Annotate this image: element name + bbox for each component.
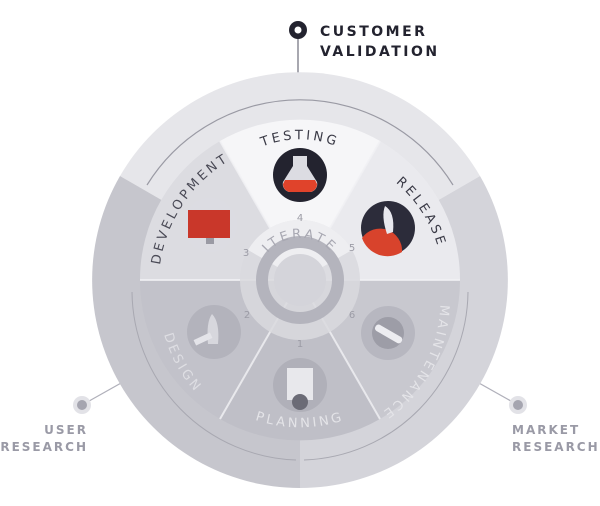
step-number: 2	[244, 310, 250, 321]
step-number: 5	[349, 243, 355, 254]
checklist-icon	[273, 358, 327, 412]
label-line: USER	[44, 423, 88, 437]
label-line: MARKET	[512, 423, 581, 437]
label-line: CUSTOMER	[320, 24, 428, 40]
step-number: 1	[297, 339, 303, 350]
step-number: 3	[243, 248, 249, 259]
step-number: 4	[297, 213, 303, 224]
rocket-icon	[361, 201, 415, 257]
label-line: RESEARCH	[0, 440, 88, 454]
design-rocket-pencil-icon	[187, 305, 241, 359]
wrench-gear-icon	[361, 306, 415, 360]
user-research-label: USER RESEARCH	[0, 422, 88, 456]
step-number: 6	[349, 310, 355, 321]
flask-icon	[273, 148, 327, 202]
iterate-hub	[240, 219, 360, 340]
cycle-arrows-icon	[256, 236, 344, 324]
market-research-label: MARKET RESEARCH	[512, 422, 600, 456]
label-line: RESEARCH	[512, 440, 600, 454]
computer-code-icon	[183, 198, 237, 252]
segment-label-planning: PLANNING	[254, 409, 346, 431]
label-line: VALIDATION	[320, 44, 440, 60]
customer-validation-label: CUSTOMER VALIDATION	[320, 22, 440, 62]
